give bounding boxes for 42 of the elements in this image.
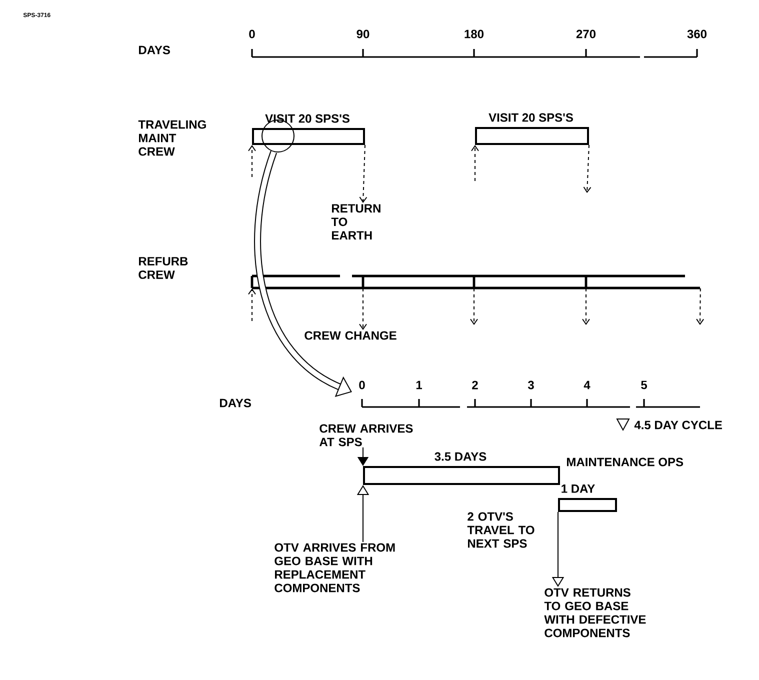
tick-label: 180 [464, 30, 484, 38]
timeline-bar: VISIT 20 SPS'S [252, 114, 365, 145]
timeline-bar: VISIT 20 SPS'S [475, 113, 589, 145]
note-text: OTV RETURNS TO GEO BASE WITH DEFECTIVE COMPONENTS [544, 588, 646, 638]
note-text: 2 OTV'S TRAVEL TO NEXT SPS [467, 512, 534, 548]
row-label: REFURB CREW [138, 257, 188, 279]
tick-label: 0 [359, 380, 365, 390]
node-label: 1 DAY [562, 484, 595, 493]
arrow [254, 150, 352, 397]
arrow [359, 144, 368, 203]
axis-label: DAYS [139, 46, 170, 54]
arrow [359, 288, 367, 330]
timeline-bar: 3.5 DAYS [363, 452, 560, 485]
node-label: 3.5 DAYS [434, 452, 486, 461]
node-label: VISIT 20 SPS'S [265, 114, 350, 123]
tick-label: 3 [528, 380, 534, 390]
arrow [470, 288, 478, 325]
tick-label: 2 [472, 380, 478, 390]
row-label: TRAVELING MAINT CREW [138, 120, 206, 156]
note-text: CREW ARRIVES AT SPS [320, 424, 413, 446]
note-text: RETURN TO EARTH [331, 204, 380, 240]
arrow [582, 288, 590, 325]
node-label: VISIT 20 SPS'S [488, 113, 573, 122]
arrow [248, 288, 256, 322]
note-text: OTV ARRIVES FROM GEO BASE WITH REPLACEMENT COMPONENTS [274, 543, 395, 592]
tick-label: 5 [641, 380, 647, 390]
cycle-label: 4.5 DAY CYCLE [634, 420, 722, 430]
timeline-bar: 1 DAY [558, 484, 617, 512]
tick-label: 90 [356, 30, 370, 38]
tick-label: 360 [687, 30, 707, 38]
arrow [583, 144, 592, 193]
arrow [471, 145, 479, 182]
tick-label: 4 [584, 380, 590, 390]
arrow [696, 288, 704, 325]
tick-label: 0 [249, 30, 255, 38]
note-text: CREW CHANGE [304, 331, 396, 340]
axis-label: DAYS [220, 398, 251, 408]
tick-label: 1 [416, 380, 422, 390]
tick-label: 270 [576, 30, 596, 38]
note-text: MAINTENANCE OPS [567, 458, 684, 466]
refurb-bar [250, 274, 702, 290]
arrow [248, 145, 256, 178]
